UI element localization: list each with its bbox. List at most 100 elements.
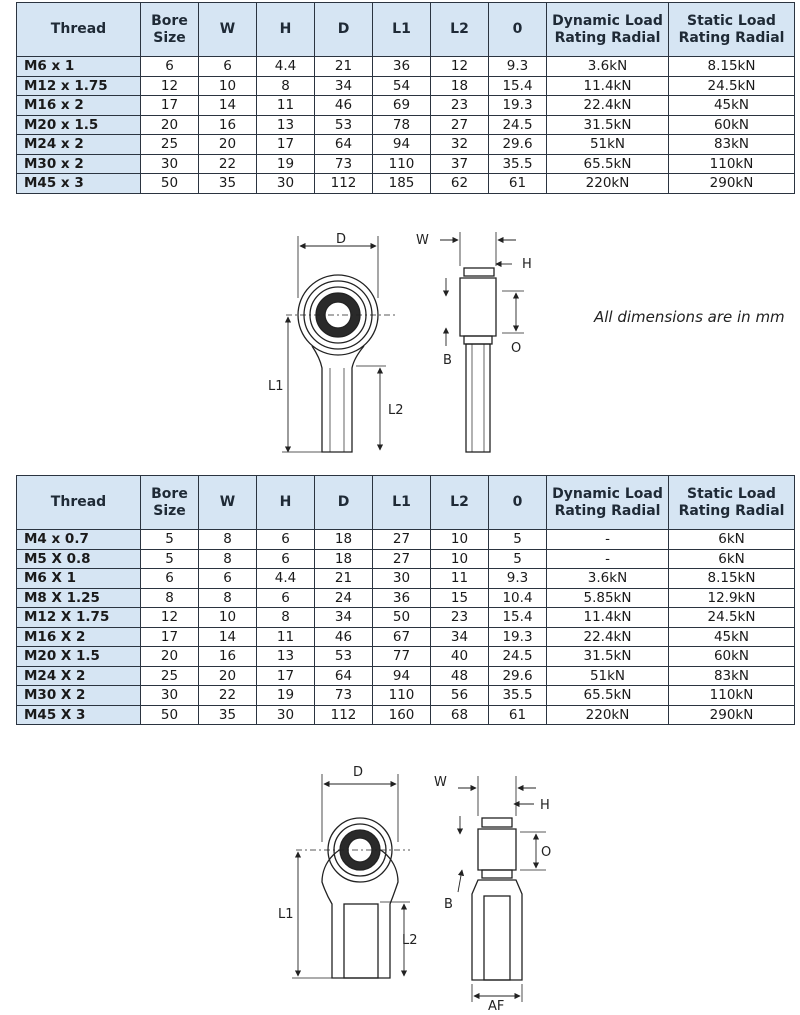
value-cell: 110 bbox=[372, 153, 431, 174]
value-cell: 48 bbox=[430, 665, 489, 686]
thread-cell: M20 X 1.5 bbox=[16, 646, 141, 667]
value-cell: 29.6 bbox=[488, 665, 547, 686]
value-cell: 12 bbox=[140, 75, 199, 96]
value-cell: - bbox=[546, 548, 669, 569]
value-cell: 6 bbox=[256, 587, 315, 608]
value-cell: 19.3 bbox=[488, 95, 547, 116]
value-cell: 67 bbox=[372, 626, 431, 647]
value-cell: 15.4 bbox=[488, 75, 547, 96]
label-l2: L2 bbox=[402, 933, 418, 948]
value-cell: - bbox=[546, 529, 669, 550]
value-cell: 22.4kN bbox=[546, 95, 669, 116]
side-view bbox=[459, 267, 497, 453]
value-cell: 220kN bbox=[546, 173, 669, 194]
thread-cell: M12 X 1.75 bbox=[16, 607, 141, 628]
column-header: Thread bbox=[16, 475, 141, 530]
value-cell: 35.5 bbox=[488, 685, 547, 706]
value-cell: 21 bbox=[314, 568, 373, 589]
value-cell: 8 bbox=[198, 529, 257, 550]
value-cell: 10.4 bbox=[488, 587, 547, 608]
value-cell: 23 bbox=[430, 95, 489, 116]
thread-cell: M45 X 3 bbox=[16, 704, 141, 725]
value-cell: 45kN bbox=[668, 626, 795, 647]
value-cell: 24.5kN bbox=[668, 75, 795, 96]
value-cell: 94 bbox=[372, 134, 431, 155]
value-cell: 77 bbox=[372, 646, 431, 667]
value-cell: 11.4kN bbox=[546, 75, 669, 96]
value-cell: 60kN bbox=[668, 646, 795, 667]
column-header: H bbox=[256, 2, 315, 57]
side-view bbox=[471, 817, 523, 981]
value-cell: 6 bbox=[256, 548, 315, 569]
thread-cell: M4 x 0.7 bbox=[16, 529, 141, 550]
value-cell: 10 bbox=[198, 75, 257, 96]
value-cell: 16 bbox=[198, 114, 257, 135]
value-cell: 62 bbox=[430, 173, 489, 194]
value-cell: 14 bbox=[198, 95, 257, 116]
value-cell: 25 bbox=[140, 665, 199, 686]
value-cell: 160 bbox=[372, 704, 431, 725]
value-cell: 17 bbox=[256, 665, 315, 686]
value-cell: 110kN bbox=[668, 153, 795, 174]
value-cell: 50 bbox=[140, 704, 199, 725]
value-cell: 83kN bbox=[668, 134, 795, 155]
value-cell: 68 bbox=[430, 704, 489, 725]
value-cell: 112 bbox=[314, 704, 373, 725]
value-cell: 35.5 bbox=[488, 153, 547, 174]
value-cell: 5 bbox=[140, 529, 199, 550]
value-cell: 61 bbox=[488, 704, 547, 725]
value-cell: 35 bbox=[198, 173, 257, 194]
value-cell: 73 bbox=[314, 153, 373, 174]
thread-cell: M6 X 1 bbox=[16, 568, 141, 589]
value-cell: 64 bbox=[314, 665, 373, 686]
value-cell: 10 bbox=[198, 607, 257, 628]
value-cell: 12 bbox=[430, 56, 489, 77]
thread-cell: M16 x 2 bbox=[16, 95, 141, 116]
value-cell: 3.6kN bbox=[546, 56, 669, 77]
value-cell: 8.15kN bbox=[668, 56, 795, 77]
value-cell: 22 bbox=[198, 685, 257, 706]
value-cell: 8 bbox=[140, 587, 199, 608]
value-cell: 64 bbox=[314, 134, 373, 155]
value-cell: 290kN bbox=[668, 704, 795, 725]
value-cell: 29.6 bbox=[488, 134, 547, 155]
value-cell: 17 bbox=[256, 134, 315, 155]
label-h: H bbox=[522, 257, 532, 272]
thread-cell: M30 X 2 bbox=[16, 685, 141, 706]
value-cell: 18 bbox=[430, 75, 489, 96]
thread-cell: M12 x 1.75 bbox=[16, 75, 141, 96]
label-l2: L2 bbox=[388, 403, 404, 418]
label-af: AF bbox=[488, 999, 504, 1014]
value-cell: 9.3 bbox=[488, 56, 547, 77]
value-cell: 30 bbox=[256, 704, 315, 725]
value-cell: 65.5kN bbox=[546, 153, 669, 174]
column-header: Thread bbox=[16, 2, 141, 57]
column-header: W bbox=[198, 2, 257, 57]
value-cell: 11 bbox=[256, 95, 315, 116]
thread-cell: M6 x 1 bbox=[16, 56, 141, 77]
thread-cell: M24 X 2 bbox=[16, 665, 141, 686]
label-o: O bbox=[511, 341, 521, 356]
label-w: W bbox=[416, 233, 429, 248]
value-cell: 5 bbox=[488, 529, 547, 550]
value-cell: 30 bbox=[140, 153, 199, 174]
value-cell: 15 bbox=[430, 587, 489, 608]
value-cell: 13 bbox=[256, 646, 315, 667]
